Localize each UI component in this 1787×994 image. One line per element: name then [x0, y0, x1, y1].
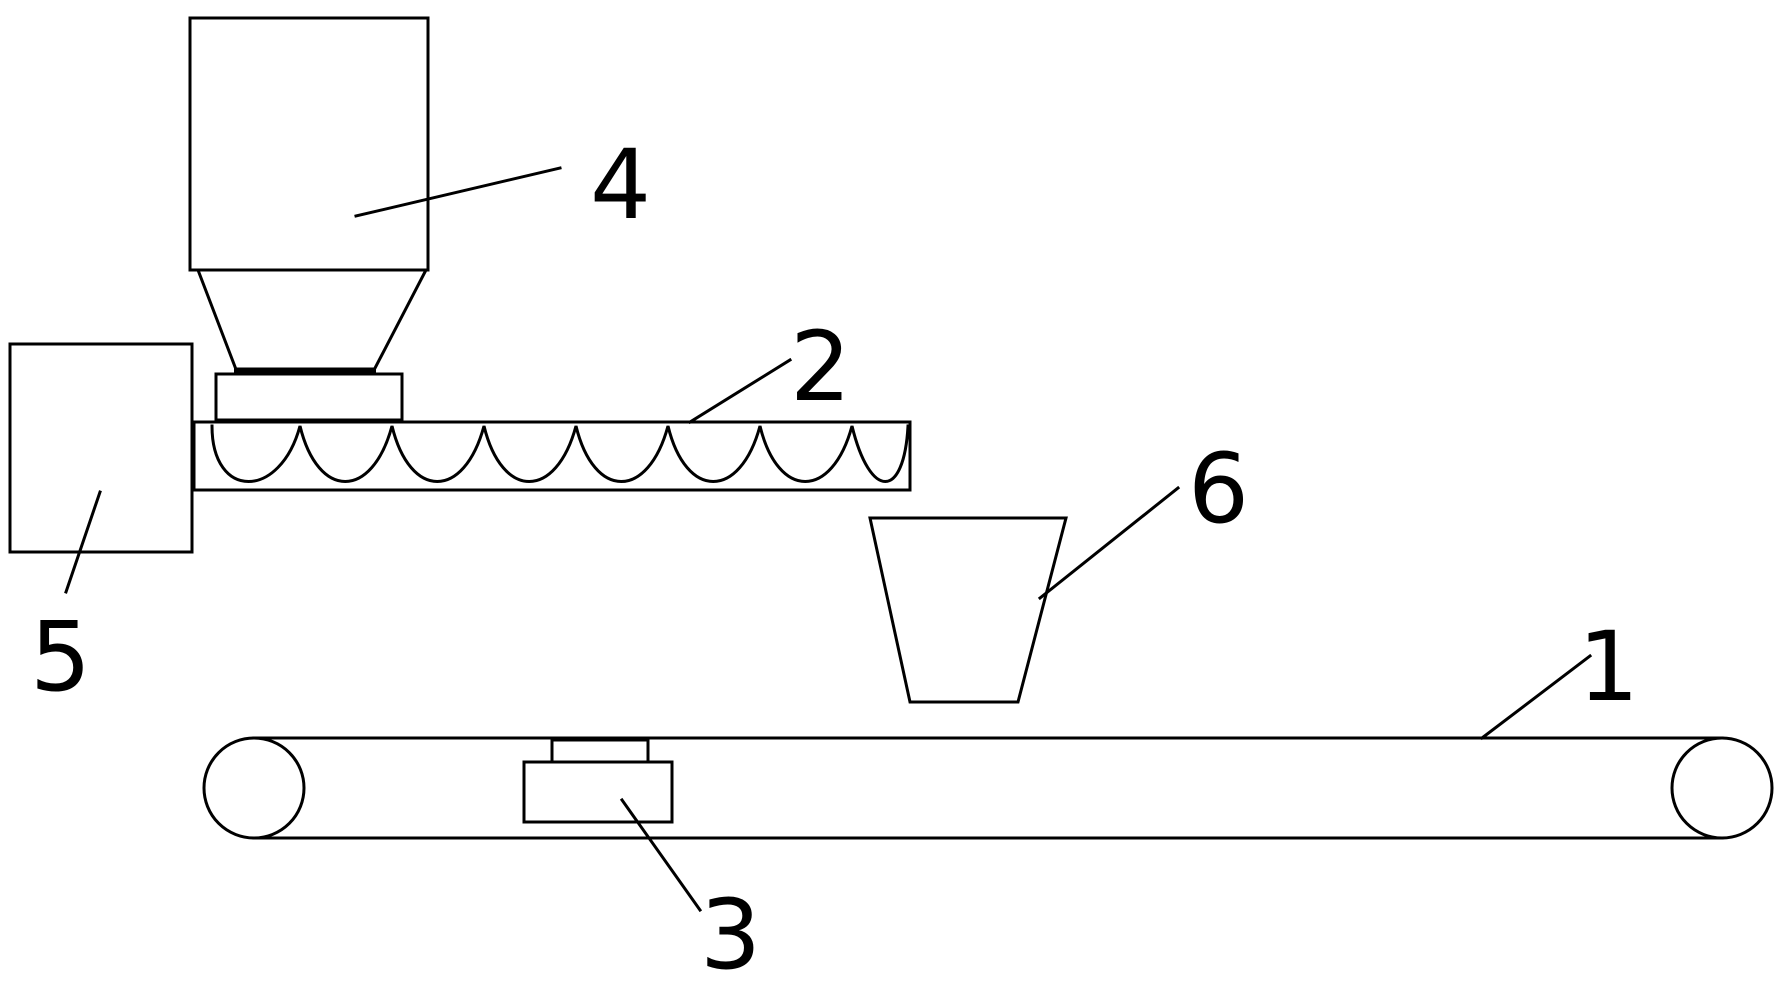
screw-blade: [210, 424, 910, 483]
label-screw-conveyor: 2: [790, 311, 851, 423]
motor: [8, 342, 194, 554]
container: [868, 516, 1068, 704]
hopper: [188, 16, 430, 422]
leader-lines: [64, 166, 1593, 913]
weighing-unit: [522, 738, 674, 824]
leader-line-5: [64, 490, 102, 594]
hopper-funnel: [195, 268, 429, 374]
label-hopper: 4: [590, 129, 651, 241]
leader-line-6: [1037, 485, 1181, 601]
leader-line-1: [1479, 653, 1593, 741]
hopper-body: [188, 16, 430, 272]
screw-conveyor: [192, 420, 912, 492]
conveyor-left-roller: [202, 736, 306, 840]
leader-line-3: [619, 797, 703, 913]
leader-line-2: [687, 357, 793, 425]
label-container: 6: [1188, 433, 1249, 545]
conveyor-belt: [202, 736, 1774, 840]
label-motor: 5: [30, 601, 91, 713]
hopper-base: [214, 372, 404, 422]
label-conveyor-belt: 1: [1578, 611, 1639, 723]
leader-line-4: [354, 166, 562, 218]
label-weighing-unit: 3: [700, 879, 761, 991]
screw-conveyor-tube: [192, 420, 912, 492]
weighing-unit-body: [522, 760, 674, 824]
weighing-unit-top: [550, 738, 650, 764]
conveyor-right-roller: [1670, 736, 1774, 840]
